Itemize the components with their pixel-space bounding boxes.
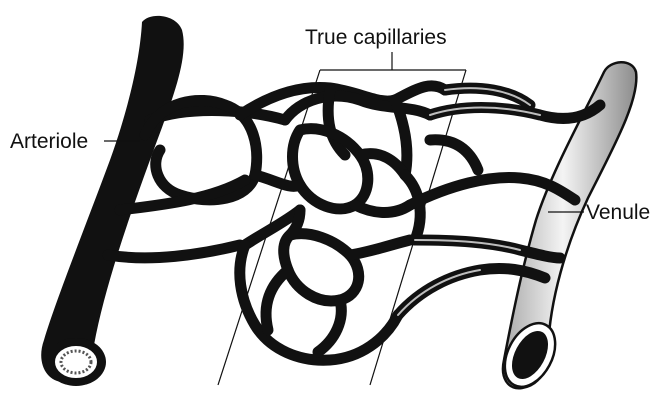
- venule-label: Venule: [584, 202, 652, 223]
- arteriole-label: Arteriole: [8, 131, 90, 152]
- true-capillaries-label: True capillaries: [303, 27, 449, 48]
